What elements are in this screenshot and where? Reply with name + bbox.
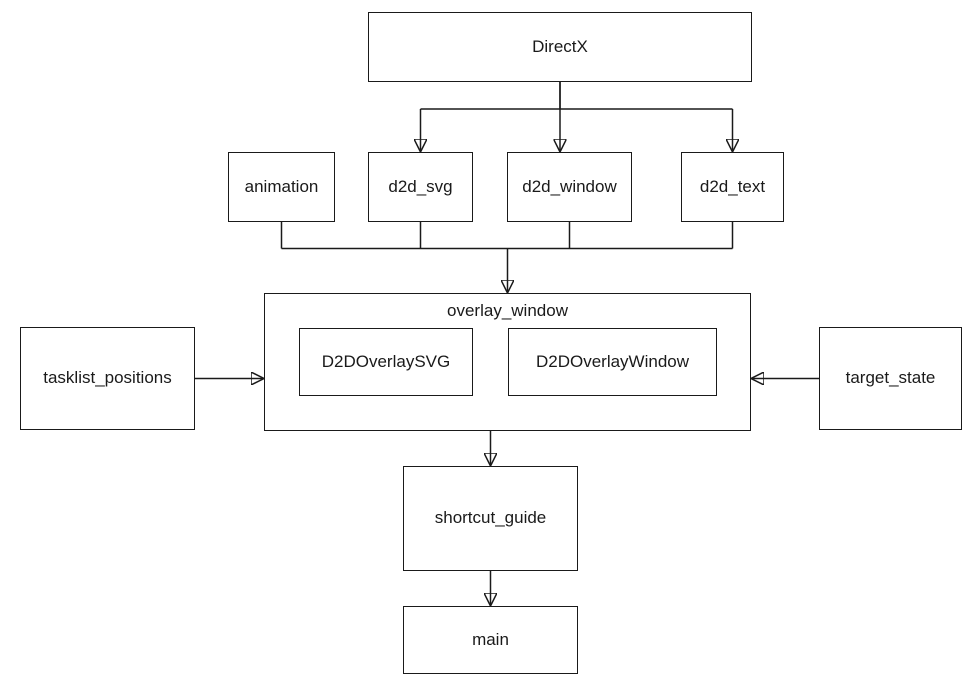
node-d2doverlaywindow-label: D2DOverlayWindow [535,351,690,371]
node-overlay-window: overlay_window [264,293,751,431]
node-target-state: target_state [819,327,962,430]
node-overlay-window-label: overlay_window [447,301,568,320]
node-d2d-svg: d2d_svg [368,152,473,222]
node-shortcut-guide: shortcut_guide [403,466,578,571]
node-shortcut-guide-label: shortcut_guide [434,508,547,528]
node-d2d-text-label: d2d_text [699,176,766,196]
node-target-state-label: target_state [845,368,936,388]
node-directx: DirectX [368,12,752,82]
node-main-label: main [472,629,509,649]
node-d2doverlaysvg: D2DOverlaySVG [299,328,473,396]
node-animation: animation [228,152,335,222]
edge-directx-branch-line [420,82,733,110]
node-main: main [403,606,578,674]
node-d2d-window-label: d2d_window [522,176,617,196]
node-animation-label: animation [244,176,319,196]
node-d2doverlaysvg-label: D2DOverlaySVG [321,351,451,371]
node-directx-label: DirectX [532,36,588,56]
node-d2doverlaywindow: D2DOverlayWindow [508,328,717,396]
node-d2d-svg-label: d2d_svg [388,176,453,196]
node-d2d-text: d2d_text [681,152,784,222]
edge-merge-bracket [280,222,734,250]
node-tasklist-positions: tasklist_positions [20,327,195,430]
node-tasklist-positions-label: tasklist_positions [43,368,172,388]
node-d2d-window: d2d_window [507,152,632,222]
